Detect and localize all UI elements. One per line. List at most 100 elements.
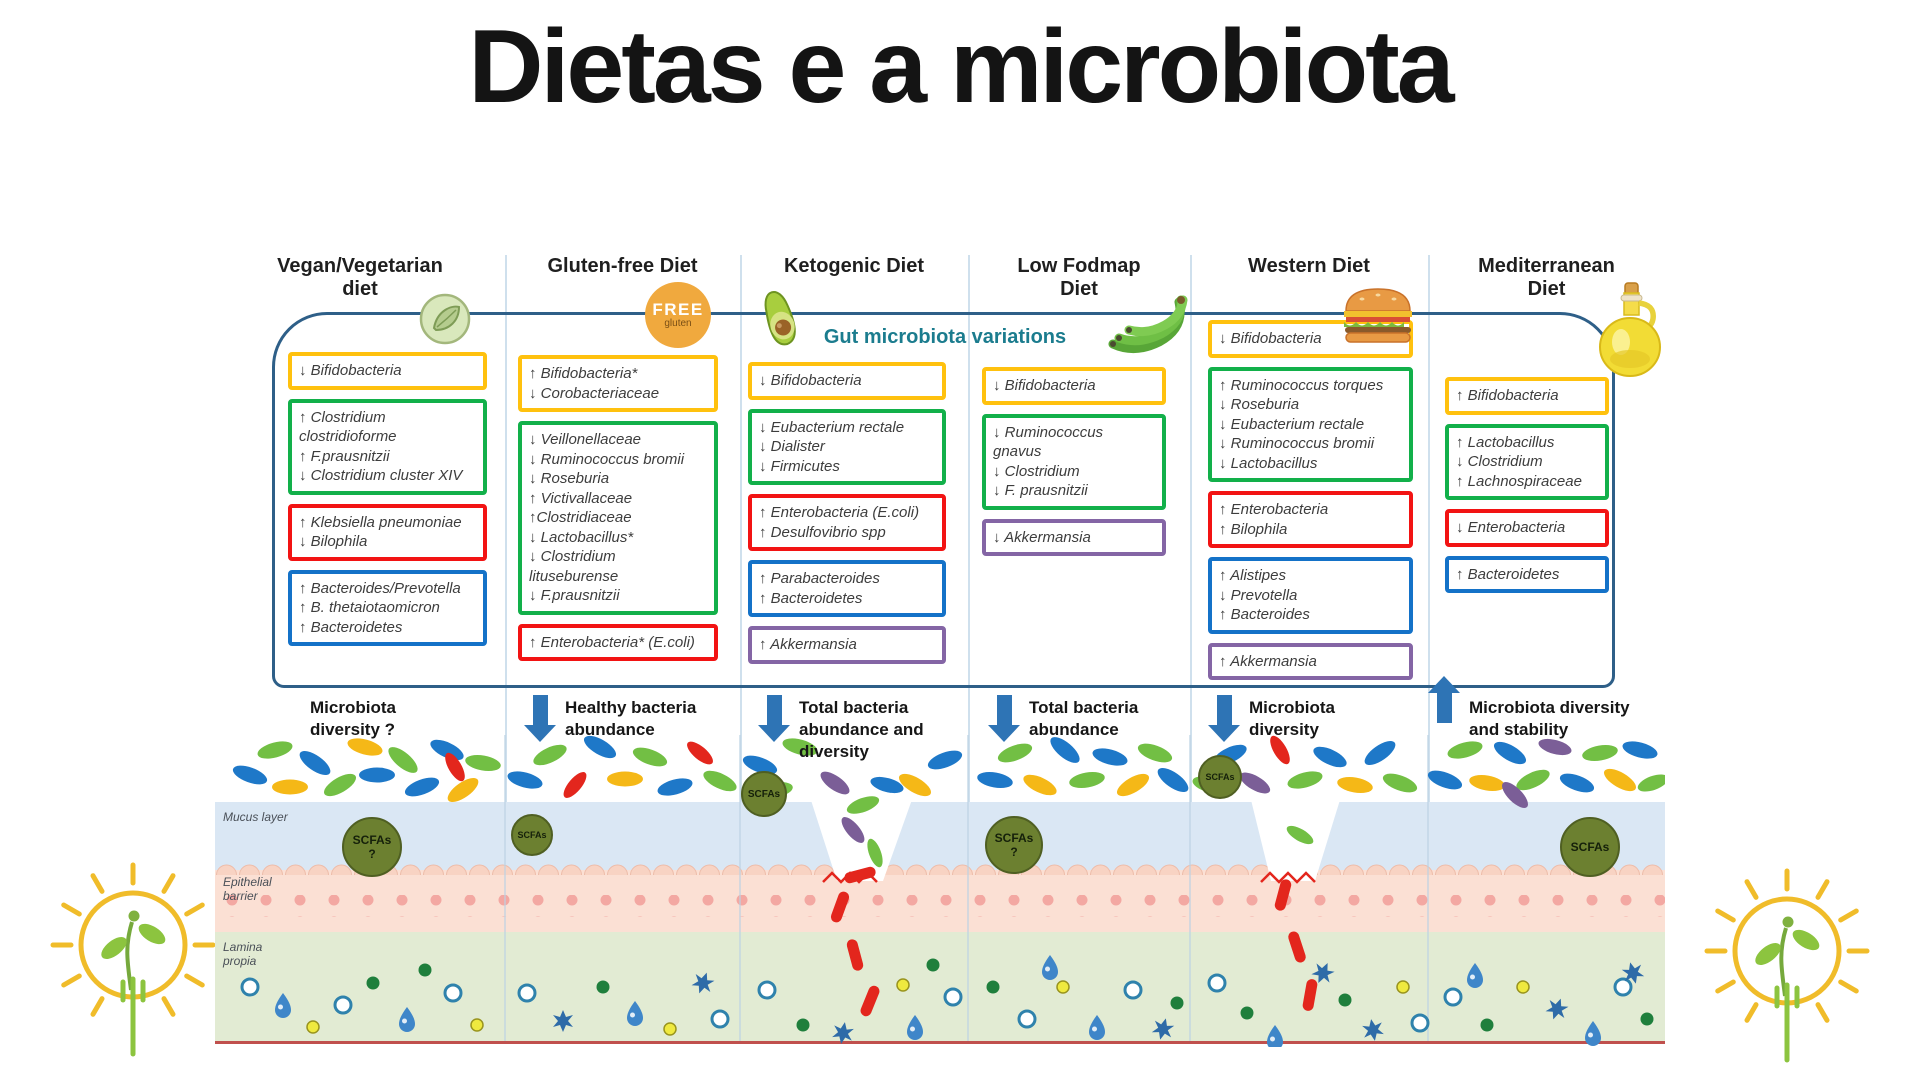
badge-free-text: FREE: [652, 299, 704, 319]
bacteria-change: ↓ Bilophila: [299, 533, 368, 550]
bacteria-box: ↑ Enterobacteria ↑ Bilophila: [1208, 491, 1413, 548]
bacteria-box: ↓ Eubacterium rectale ↓ Dialister ↓ Firm…: [748, 408, 946, 485]
bacteria-box: ↓ Bifidobacteria: [288, 352, 487, 390]
sprout-fork-logo-left: [50, 862, 216, 1057]
bacteria-change: ↑ Akkermansia: [1219, 652, 1317, 670]
bacteria-box: ↓ Bifidobacteria: [982, 367, 1166, 405]
bacteria-change: ↓ F.prausnitzii: [529, 587, 620, 604]
bacteria-change: ↓ Clostridium cluster XIV: [299, 467, 463, 484]
band-dividers: [504, 735, 1429, 1041]
bacteria-change: ↓ F. prausnitzii: [993, 482, 1088, 499]
column-header-glutenfree: Gluten-free Diet: [547, 255, 698, 277]
avocado-icon: [764, 290, 796, 346]
column-divider: [968, 255, 970, 1043]
mucus-layer-label: Mucus layer: [223, 810, 288, 824]
scfa-circle-glutenfree: SCFAs: [511, 814, 553, 856]
bacteria-change: ↓ Bifidobacteria: [759, 372, 862, 389]
bacteria-box: ↓ Ruminococcus gnavus ↓ Clostridium ↓ F.…: [982, 413, 1166, 510]
bacteria-change: ↓ Bifidobacteria: [1219, 330, 1322, 347]
bacteria-box: ↑ Akkermansia: [1208, 642, 1413, 680]
bacteria-box: ↑ Bifidobacteria: [1445, 377, 1609, 415]
bacteria-change: ↑ Desulfovibrio spp: [759, 523, 886, 541]
bacteria-change: ↓ Eubacterium rectale: [759, 418, 905, 436]
olive-oil-icon: [1599, 282, 1661, 377]
scfa-circle-lowfodmap: SCFAs ?: [985, 816, 1043, 874]
bacteria-change: ↑ Bacteroides: [1219, 606, 1310, 623]
column-divider: [1428, 255, 1430, 1043]
epithelial-barrier-band: [215, 861, 1665, 932]
bacteria-box: ↑ Lactobacillus ↓ Clostridium ↑ Lachnosp…: [1445, 423, 1609, 500]
bacteria-change: ↓ Eubacterium rectale: [1219, 415, 1365, 433]
hamburger-icon: [1344, 288, 1412, 343]
bacteria-change: ↑ Lactobacillus: [1456, 433, 1555, 451]
up-arrow-icon: [1428, 676, 1460, 723]
bacteria-change: ↓ Akkermansia: [993, 528, 1091, 546]
mucus-layer-band: [215, 802, 1665, 870]
outcome-mediterranean: Microbiota diversity and stability: [1469, 698, 1630, 740]
bacteria-change: ↓ Veillonellaceae: [529, 431, 642, 448]
gut-illustration: [215, 735, 1665, 1047]
bacteria-change: ↑Clostridiaceae: [529, 509, 632, 526]
scfa-circle-western: SCFAs: [1198, 755, 1242, 799]
bananas-icon: [1108, 295, 1188, 353]
bacteria-change: ↑ Bifidobacteria: [1456, 387, 1559, 404]
leaf-icon: [419, 293, 471, 345]
bacteria-change: ↓ Clostridium: [1456, 453, 1543, 470]
bacteria-change: ↑ Bilophila: [1219, 520, 1288, 538]
box-stack-ketogenic: ↓ Bifidobacteria ↓ Eubacterium rectale ↓…: [748, 362, 946, 673]
bacteria-box: ↓ Akkermansia: [982, 518, 1166, 556]
column-header-western: Western Diet: [1248, 255, 1370, 277]
bacteria-change: ↑ B. thetaiotaomicron: [299, 599, 440, 616]
bacteria-change: ↓ Lactobacillus*: [529, 528, 634, 546]
bacteria-change: ↓ Bifidobacteria: [299, 362, 402, 379]
bacteria-change: ↓ Firmicutes: [759, 457, 840, 475]
bacteria-change: ↑ Alistipes: [1219, 567, 1286, 584]
outcome-glutenfree: Healthy bacteria abundance: [565, 698, 697, 740]
outcome-ketogenic: Total bacteria abundance and diversity: [799, 698, 924, 762]
bacteria-change: ↓ Ruminococcus bromii: [529, 450, 685, 468]
bacteria-change: ↓ Dialister: [759, 438, 825, 455]
bacteria-box: ↑ Parabacteroides ↑ Bacteroidetes: [748, 560, 946, 617]
bacteria-change: ↓ Prevotella: [1219, 586, 1298, 604]
column-header-ketogenic: Ketogenic Diet: [783, 255, 925, 277]
bacteria-box: ↑ Clostridium clostridioforme ↑ F.prausn…: [288, 398, 487, 495]
box-stack-mediterranean: ↑ Bifidobacteria ↑ Lactobacillus ↓ Clost…: [1445, 377, 1609, 602]
bacteria-box: ↑ Enterobacteria* (E.coli): [518, 623, 718, 661]
bacteria-box: ↑ Bacteroidetes: [1445, 555, 1609, 593]
bacteria-change: ↑ Akkermansia: [759, 636, 857, 653]
bacteria-change: ↑ Bifidobacteria*: [529, 365, 638, 382]
column-divider: [740, 255, 742, 1043]
bacteria-change: ↑ Bacteroidetes: [759, 589, 863, 607]
page-title: Dietas e a microbiota: [468, 9, 1454, 125]
column-header-lowfodmap: Low Fodmap Diet: [1017, 255, 1141, 300]
lamina-propria-band: [215, 932, 1665, 1044]
outcome-vegan: Microbiota diversity ?: [310, 698, 396, 740]
column-divider: [1190, 255, 1192, 1043]
bacteria-change: ↓ Enterobacteria: [1456, 519, 1566, 536]
sprout-fork-logo-right: [1704, 868, 1870, 1063]
bacteria-change: ↑ Bacteroidetes: [299, 618, 403, 636]
figure-subtitle: Gut microbiota variations: [823, 326, 1067, 348]
bacteria-change: ↑ Enterobacteria* (E.coli): [529, 633, 695, 651]
bacteria-change: ↑ Ruminococcus torques: [1219, 376, 1384, 394]
badge-gluten-text: gluten: [664, 317, 692, 329]
bacteria-change: ↑ Enterobacteria: [1219, 501, 1329, 518]
bacteria-change: ↑ Bacteroidetes: [1456, 565, 1560, 583]
bacteria-box: ↑ Ruminococcus torques ↓ Roseburia ↓ Eub…: [1208, 366, 1413, 482]
bacteria-box: ↑ Bacteroides/Prevotella ↑ B. thetaiotao…: [288, 569, 487, 646]
bacteria-change: ↓ Clostridium lituseburense: [529, 548, 619, 585]
bacteria-change: ↓ Lactobacillus: [1219, 454, 1318, 472]
bacteria-change: ↓ Corobacteriaceae: [529, 384, 660, 402]
bacteria-box: ↓ Bifidobacteria: [748, 362, 946, 400]
bacteria-change: ↓ Clostridium: [993, 462, 1080, 480]
down-arrow-icon: [988, 695, 1020, 742]
bacteria-change: ↑ Victivallaceae: [529, 489, 633, 507]
outcome-lowfodmap: Total bacteria abundance: [1029, 698, 1139, 740]
bacteria-change: ↑ Bacteroides/Prevotella: [299, 579, 461, 597]
bacteria-box: ↑ Akkermansia: [748, 626, 946, 664]
box-stack-glutenfree: ↑ Bifidobacteria* ↓ Corobacteriaceae ↓ V…: [518, 355, 718, 670]
down-arrow-icon: [1208, 695, 1240, 742]
down-arrow-icon: [524, 695, 556, 742]
bacteria-change: ↓ Ruminococcus gnavus: [993, 423, 1104, 461]
column-divider: [505, 255, 507, 1043]
